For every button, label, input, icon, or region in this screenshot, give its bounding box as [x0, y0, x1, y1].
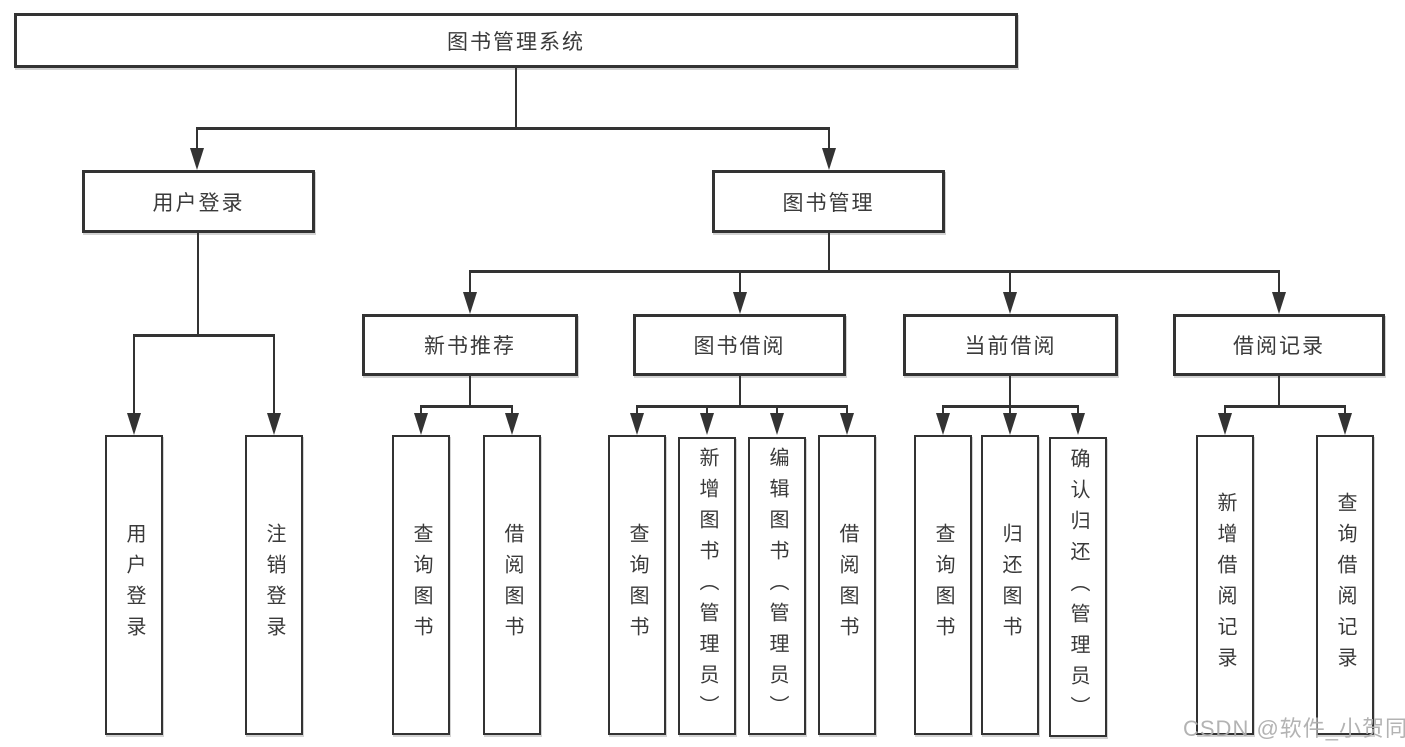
leaf-query-books-borrowing: 查询图书: [608, 435, 666, 735]
connector-vline: [1009, 376, 1011, 408]
leaf-add-borrow-record-label: 新增借阅记录: [1214, 492, 1236, 678]
node-book-borrowing-label: 图书借阅: [693, 335, 786, 358]
leaf-query-books-borrowing-label: 查询图书: [626, 523, 648, 647]
connector-vline: [196, 127, 198, 152]
connector-vline: [739, 270, 741, 294]
connector-vline: [1077, 405, 1079, 417]
connector-vline: [469, 376, 471, 408]
connector-hline: [469, 270, 1280, 273]
leaf-borrow-books-recommend-label: 借阅图书: [501, 523, 523, 647]
node-current-borrowing-label: 当前借阅: [964, 335, 1057, 358]
node-new-book-recommendation: 新书推荐: [362, 314, 578, 376]
connector-vline: [1224, 405, 1226, 417]
leaf-edit-book-admin: 编辑图书（管理员）: [748, 437, 806, 735]
connector-vline: [636, 405, 638, 417]
arrowhead-down-icon: [505, 413, 519, 435]
node-borrowing-records-label: 借阅记录: [1233, 335, 1325, 358]
arrowhead-down-icon: [1071, 413, 1085, 435]
node-book-borrowing: 图书借阅: [633, 314, 846, 376]
connector-vline: [942, 405, 944, 417]
arrowhead-down-icon: [463, 292, 477, 314]
node-current-borrowing: 当前借阅: [903, 314, 1118, 376]
connector-vline: [846, 405, 848, 417]
leaf-query-borrow-record-label: 查询借阅记录: [1334, 492, 1356, 678]
connector-vline: [776, 405, 778, 417]
arrowhead-down-icon: [770, 413, 784, 435]
arrowhead-down-icon: [630, 413, 644, 435]
node-library-system-label: 图书管理系统: [447, 30, 585, 54]
leaf-query-books-current: 查询图书: [914, 435, 972, 735]
arrowhead-down-icon: [267, 413, 281, 435]
leaf-confirm-return-admin: 确认归还（管理员）: [1049, 437, 1107, 737]
connector-vline: [1278, 270, 1280, 294]
leaf-borrow-books-borrowing: 借阅图书: [818, 435, 876, 735]
leaf-confirm-return-admin-label: 确认归还（管理员）: [1067, 447, 1089, 727]
leaf-return-books-label: 归还图书: [999, 523, 1021, 647]
connector-vline: [515, 68, 517, 128]
leaf-query-books-recommend-label: 查询图书: [410, 523, 432, 647]
connector-vline: [420, 405, 422, 417]
watermark: CSDN @软件_小贺同学: [1183, 716, 1405, 741]
leaf-query-books-current-label: 查询图书: [932, 523, 954, 647]
connector-vline: [828, 127, 830, 152]
leaf-edit-book-admin-label: 编辑图书（管理员）: [766, 446, 788, 726]
leaf-query-books-recommend: 查询图书: [392, 435, 450, 735]
arrowhead-down-icon: [1218, 413, 1232, 435]
connector-hline: [196, 127, 830, 130]
connector-vline: [469, 270, 471, 294]
connector-hline: [420, 405, 513, 408]
arrowhead-down-icon: [1003, 292, 1017, 314]
leaf-return-books: 归还图书: [981, 435, 1039, 735]
arrowhead-down-icon: [1003, 413, 1017, 435]
connector-vline: [706, 405, 708, 417]
leaf-logout-login-label: 注销登录: [263, 523, 285, 647]
connector-vline: [1344, 405, 1346, 417]
leaf-borrow-books-recommend: 借阅图书: [483, 435, 541, 735]
node-book-management-label: 图书管理: [782, 191, 875, 215]
arrowhead-down-icon: [1338, 413, 1352, 435]
arrowhead-down-icon: [936, 413, 950, 435]
arrowhead-down-icon: [190, 148, 204, 170]
connector-vline: [1278, 376, 1280, 408]
arrowhead-down-icon: [127, 413, 141, 435]
connector-vline: [828, 233, 830, 273]
arrowhead-down-icon: [733, 292, 747, 314]
connector-vline: [273, 334, 275, 416]
node-user-login: 用户登录: [82, 170, 315, 233]
leaf-add-borrow-record: 新增借阅记录: [1196, 435, 1254, 735]
leaf-add-book-admin-label: 新增图书（管理员）: [696, 446, 718, 726]
connector-hline: [636, 405, 848, 408]
leaf-logout-login: 注销登录: [245, 435, 303, 735]
node-book-management: 图书管理: [712, 170, 945, 233]
node-new-book-recommendation-label: 新书推荐: [424, 335, 516, 358]
connector-vline: [197, 233, 199, 337]
arrowhead-down-icon: [700, 413, 714, 435]
connector-vline: [1009, 270, 1011, 294]
leaf-query-borrow-record: 查询借阅记录: [1316, 435, 1374, 735]
connector-vline: [511, 405, 513, 417]
leaf-borrow-books-borrowing-label: 借阅图书: [836, 523, 858, 647]
connector-vline: [133, 334, 135, 416]
arrowhead-down-icon: [840, 413, 854, 435]
connector-hline: [133, 334, 275, 337]
leaf-add-book-admin: 新增图书（管理员）: [678, 437, 736, 735]
node-library-system: 图书管理系统: [14, 13, 1018, 68]
connector-vline: [1009, 405, 1011, 417]
leaf-user-login-label: 用户登录: [123, 523, 145, 647]
arrowhead-down-icon: [414, 413, 428, 435]
arrowhead-down-icon: [822, 148, 836, 170]
arrowhead-down-icon: [1272, 292, 1286, 314]
node-borrowing-records: 借阅记录: [1173, 314, 1385, 376]
connector-hline: [1224, 405, 1346, 408]
node-user-login-label: 用户登录: [152, 191, 245, 215]
connector-vline: [739, 376, 741, 408]
leaf-user-login: 用户登录: [105, 435, 163, 735]
